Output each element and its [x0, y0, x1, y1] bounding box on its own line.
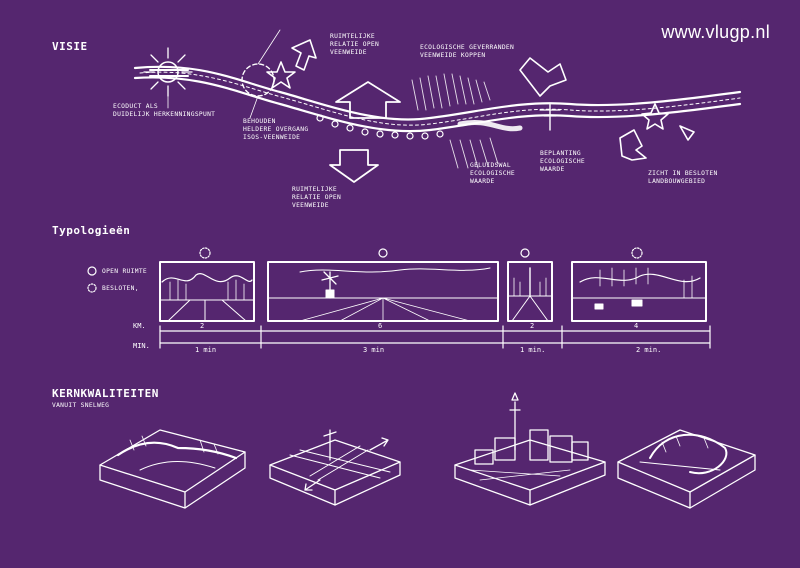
note-ecoduct: Ecoduct als duidelijk herkenningspunt [113, 103, 216, 118]
kernkwaliteiten-title: Kernkwaliteiten [52, 387, 159, 400]
segment-1-min: 1 min [195, 346, 217, 354]
note-zicht: Zicht in besloten landbouwgebied [648, 170, 718, 185]
segment-3-min: 1 min. [520, 346, 546, 354]
note-ecologische: Ecologische geverranden veenweide koppen [420, 44, 515, 59]
km-label: KM. [133, 322, 146, 330]
note-geluidswal: Geluidswal ecologische waarde [470, 162, 516, 185]
website-url: www.vlugp.nl [661, 22, 770, 42]
typology-frame-4 [571, 261, 707, 322]
ecoduct-sketch [143, 47, 193, 97]
quality-block-4 [617, 429, 756, 509]
segment-4-km: 4 [634, 322, 639, 330]
segment-1-km: 2 [200, 322, 205, 330]
segment-2-min: 3 min [363, 346, 385, 354]
legend-open-label: open ruimte [102, 268, 148, 275]
segment-3-km: 2 [530, 322, 535, 330]
note-ruimtelijke-top: Ruimtelijke relatie open veenweide [330, 33, 380, 56]
note-beplanting: Beplanting ecologische waarde [540, 150, 586, 173]
legend-besloten-label: besloten, [102, 285, 139, 292]
min-label: MIN. [133, 342, 150, 350]
typology-frame-1 [159, 261, 255, 322]
kernkwaliteiten-subtitle: vanuit snelweg [52, 402, 110, 409]
quality-block-2 [269, 429, 401, 506]
typology-frame-2 [267, 261, 499, 322]
segment-4-min: 2 min. [636, 346, 662, 354]
typologieen-title: Typologieën [52, 224, 131, 237]
note-ruimtelijke-bottom: Ruimtelijke relatie open veenweide [292, 186, 342, 209]
segment-2-km: 6 [378, 322, 383, 330]
typology-frame-3 [507, 261, 553, 322]
visie-title: Visie [52, 40, 88, 53]
legend-besloten-marker [87, 283, 97, 293]
quality-block-1 [99, 429, 246, 509]
legend-open-marker [87, 266, 97, 276]
quality-block-3 [454, 392, 606, 506]
note-behouden: Behouden heldere overgang isos-veenweide [243, 118, 309, 141]
